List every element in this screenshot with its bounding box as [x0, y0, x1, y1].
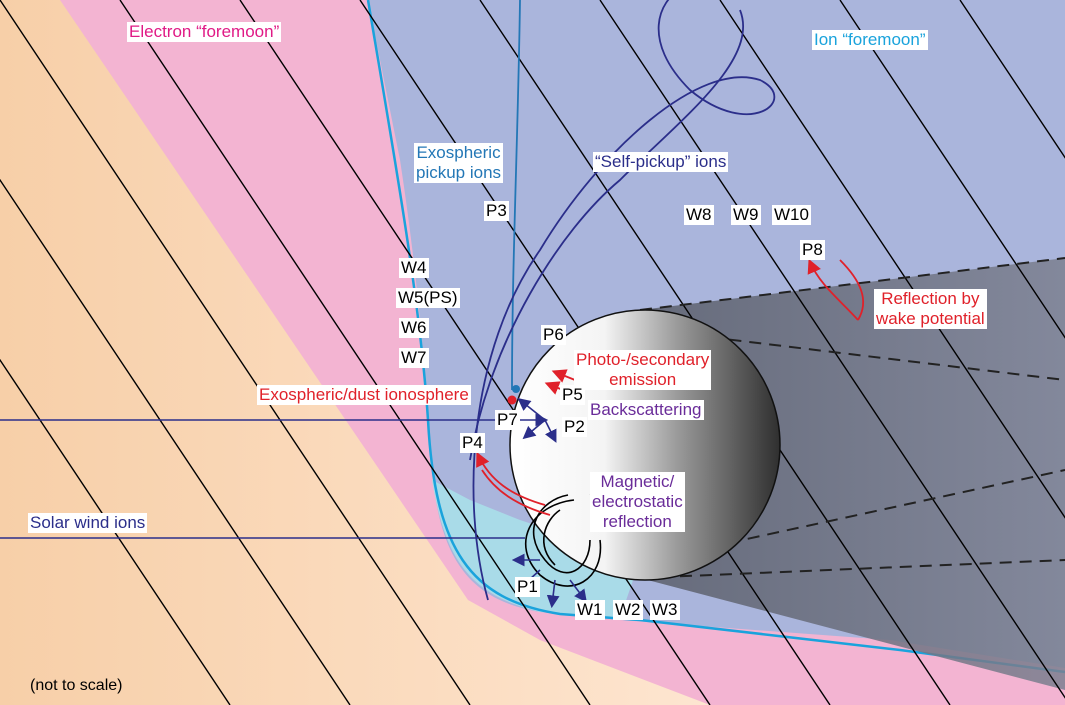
self-pickup-trajectories	[469, 0, 776, 601]
scale-note: (not to scale)	[30, 677, 123, 694]
wake-reflection-label: Reflection by wake potential	[874, 289, 987, 329]
red-arrows	[476, 258, 865, 516]
tag-p6: P6	[541, 325, 566, 345]
tag-p2: P2	[562, 417, 587, 437]
tag-w2: W2	[613, 600, 643, 620]
backscatter-arrows	[511, 398, 587, 609]
tag-w10: W10	[772, 205, 811, 225]
tag-p4: P4	[460, 433, 485, 453]
field-line	[119, 0, 591, 705]
solar-wind-trajectories	[0, 413, 549, 539]
field-line	[0, 0, 471, 705]
backscattering-label: Backscattering	[588, 400, 704, 420]
tag-p7: P7	[495, 410, 520, 430]
ionosphere-label: Exospheric/dust ionosphere	[257, 385, 471, 405]
ion-foremoon-label: Ion “foremoon”	[812, 30, 928, 50]
field-line	[719, 0, 1065, 519]
field-line	[959, 0, 1065, 159]
tag-w9: W9	[731, 205, 761, 225]
ionosphere-dot	[507, 395, 517, 405]
photo-emission-label: Photo-/secondary emission	[574, 350, 712, 390]
electron-foremoon-label: Electron “foremoon”	[127, 22, 282, 42]
tag-p3: P3	[484, 201, 509, 221]
field-line	[0, 178, 351, 705]
tag-w1: W1	[575, 600, 605, 620]
tag-w5: W5(PS)	[396, 288, 460, 308]
exospheric-pickup-label: Exospheric pickup ions	[414, 143, 504, 183]
magnetic-reflection-label: Magnetic/ electrostatic reflection	[590, 472, 685, 532]
exospheric-pickup-trajectory	[511, 0, 521, 391]
field-line	[839, 0, 1065, 339]
tag-w3: W3	[650, 600, 680, 620]
tag-p1: P1	[515, 577, 540, 597]
solar-wind-label: Solar wind ions	[28, 513, 148, 533]
tag-w7: W7	[399, 348, 429, 368]
tag-w6: W6	[399, 318, 429, 338]
tag-p8: P8	[800, 240, 825, 260]
field-line	[239, 0, 711, 705]
field-line	[0, 358, 231, 705]
pickup-dot	[512, 385, 520, 393]
self-pickup-label: “Self-pickup” ions	[593, 152, 729, 172]
tag-w8: W8	[684, 205, 714, 225]
tag-p5: P5	[560, 385, 585, 405]
tag-w4: W4	[399, 258, 429, 278]
